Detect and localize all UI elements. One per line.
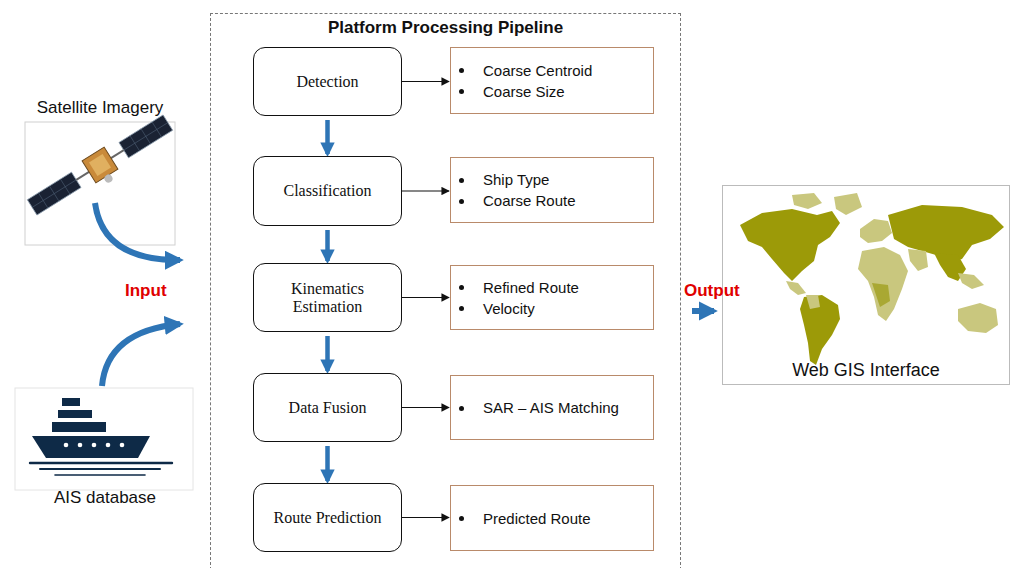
output-arrow bbox=[402, 297, 449, 298]
bullet-dot bbox=[459, 89, 464, 94]
bullet-dot bbox=[459, 199, 464, 204]
web-gis-interface: Web GIS Interface bbox=[722, 185, 1010, 385]
node-label: Web GIS Interface bbox=[723, 360, 1009, 381]
bullet-item: Predicted Route bbox=[483, 508, 645, 529]
pipeline-container: Platform Processing PipelineDetectionCoa… bbox=[210, 13, 681, 568]
process-box: Data Fusion bbox=[253, 373, 402, 442]
flow-arrow bbox=[325, 446, 330, 481]
output-arrow bbox=[402, 190, 449, 191]
satellite-imagery: Satellite Imagery bbox=[20, 96, 180, 248]
world-map bbox=[740, 193, 1004, 365]
node-label: AIS database bbox=[15, 488, 195, 508]
output-box: Predicted Route bbox=[450, 485, 654, 551]
process-box: Route Prediction bbox=[253, 483, 402, 552]
output-arrow bbox=[402, 407, 449, 408]
flow-arrow bbox=[692, 308, 714, 314]
output-box: SAR – AIS Matching bbox=[450, 375, 654, 440]
flow-arrow bbox=[325, 336, 330, 371]
bullet-item: Ship Type bbox=[483, 169, 645, 190]
output-box: Ship TypeCoarse Route bbox=[450, 157, 654, 223]
output-box: Coarse CentroidCoarse Size bbox=[450, 47, 654, 114]
process-box: Classification bbox=[253, 156, 402, 226]
flow-arrow bbox=[325, 120, 330, 154]
node-label: Detection bbox=[296, 73, 358, 91]
bullet-dot bbox=[459, 406, 464, 411]
process-box: Kinematics Estimation bbox=[253, 263, 402, 332]
flow-arrow bbox=[95, 203, 180, 260]
flow-arrow bbox=[325, 230, 330, 261]
bullet-item: Coarse Route bbox=[483, 190, 645, 211]
bullet-dot bbox=[459, 306, 464, 311]
output-arrow bbox=[402, 81, 449, 82]
bullet-dot bbox=[459, 178, 464, 183]
ship-illustration bbox=[15, 388, 193, 490]
bullet-item: Refined Route bbox=[483, 277, 645, 298]
node-label: Satellite Imagery bbox=[20, 98, 180, 118]
output-arrow bbox=[402, 517, 449, 518]
bullet-item: SAR – AIS Matching bbox=[483, 397, 645, 418]
node-label: Classification bbox=[284, 182, 372, 200]
process-box: Detection bbox=[253, 47, 402, 116]
container-title: Platform Processing Pipeline bbox=[211, 18, 680, 38]
input-label: Input bbox=[125, 281, 167, 301]
bullet-dot bbox=[459, 285, 464, 290]
bullet-dot bbox=[459, 68, 464, 73]
bullet-dot bbox=[459, 516, 464, 521]
node-label: Route Prediction bbox=[274, 509, 382, 527]
bullet-item: Coarse Size bbox=[483, 81, 645, 102]
ais-database: AIS database bbox=[15, 388, 195, 512]
output-label: Output bbox=[684, 281, 740, 301]
output-box: Refined RouteVelocity bbox=[450, 265, 654, 330]
node-label: Kinematics Estimation bbox=[272, 280, 383, 316]
bullet-item: Coarse Centroid bbox=[483, 60, 645, 81]
flow-arrow bbox=[102, 324, 180, 386]
node-label: Data Fusion bbox=[289, 399, 367, 417]
bullet-item: Velocity bbox=[483, 298, 645, 319]
